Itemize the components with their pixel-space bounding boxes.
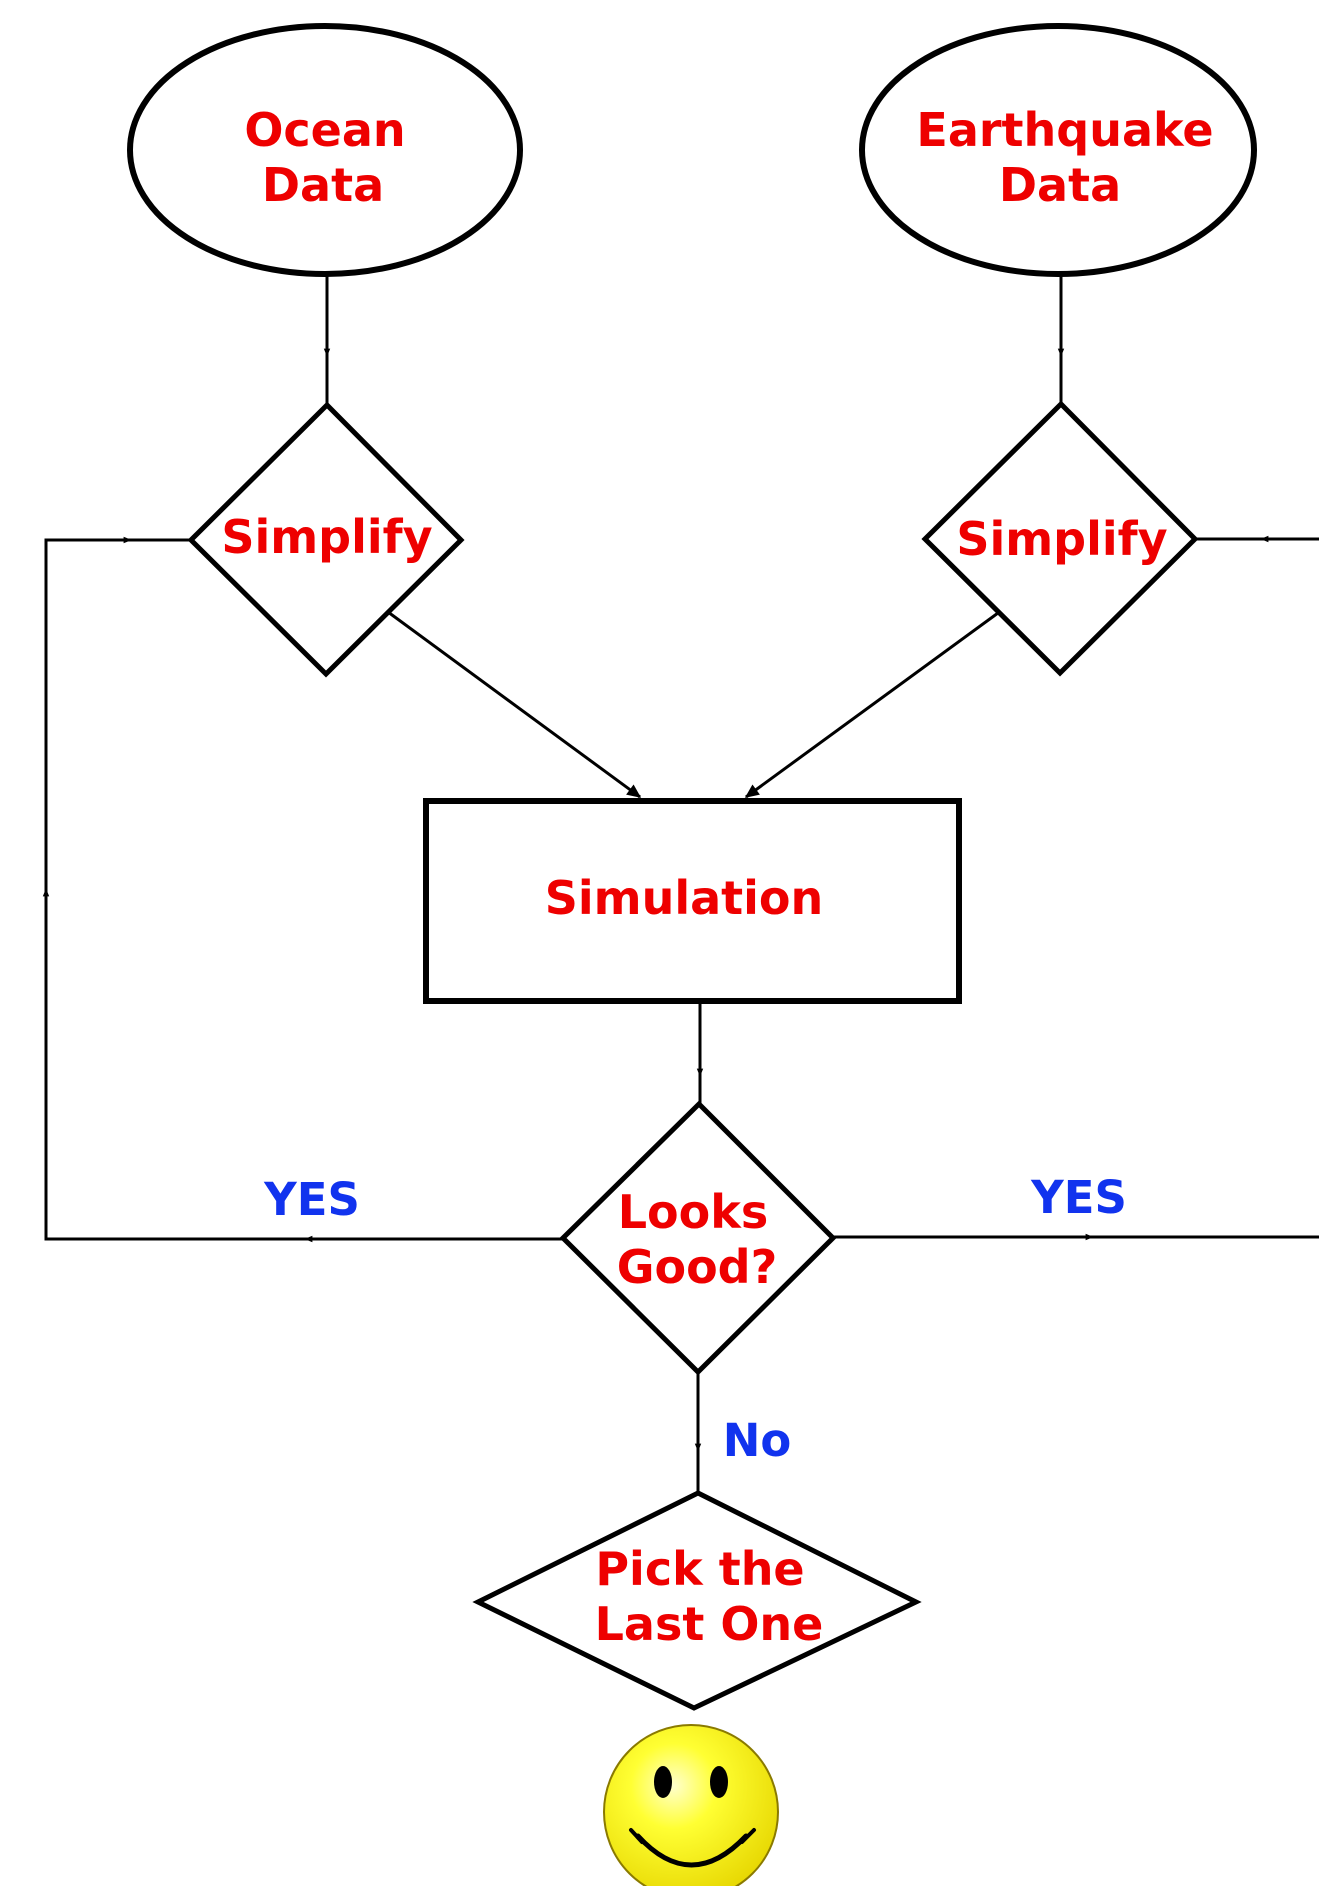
earthquake-data-line2: Data: [999, 158, 1121, 212]
edge-simplify-right-to-simulation: [744, 611, 999, 799]
connectors: [42, 275, 1319, 1492]
smiley-mouth-left-cap: [629, 1828, 644, 1844]
smiley-left-eye: [654, 1766, 672, 1798]
looks-good-line2: Good?: [617, 1240, 778, 1294]
simplify-left-label: Simplify: [221, 510, 432, 564]
ocean-data-line2: Data: [262, 158, 384, 212]
ocean-data-ellipse: [127, 23, 523, 277]
node-simplify-left: Simplify: [187, 401, 465, 678]
node-earthquake-data: Earthquake Data: [859, 23, 1257, 277]
pick-last-one-line2: Last One: [595, 1597, 824, 1651]
edge-simplify-left-to-simulation: [387, 610, 642, 799]
smiley-face-circle: [603, 1724, 779, 1886]
node-looks-good: Looks Good?: [559, 1100, 837, 1376]
pick-last-one-diamond: [472, 1490, 922, 1711]
edge-label-yes-left: YES: [263, 1173, 360, 1226]
edge-label-no: No: [723, 1414, 792, 1467]
looks-good-line1: Looks: [618, 1185, 769, 1239]
smiley-mouth-right-cap: [740, 1828, 756, 1844]
earthquake-data-line1: Earthquake: [916, 103, 1213, 157]
edge-label-yes-right: YES: [1030, 1171, 1127, 1224]
node-pick-last-one: Pick the Last One: [472, 1490, 922, 1711]
simulation-box: [423, 798, 962, 1004]
edge-labels: YES YES No: [263, 1171, 1127, 1467]
simplify-left-diamond: [187, 401, 465, 678]
ocean-data-line1: Ocean: [244, 103, 405, 157]
pick-last-one-line1: Pick the: [595, 1542, 804, 1596]
simulation-label: Simulation: [545, 871, 824, 925]
simplify-right-diamond: [921, 400, 1199, 677]
node-simplify-right: Simplify: [921, 400, 1199, 677]
earthquake-data-ellipse: [859, 23, 1257, 277]
simplify-right-label: Simplify: [956, 512, 1167, 566]
looks-good-diamond: [559, 1100, 837, 1376]
node-simulation: Simulation: [423, 798, 962, 1004]
smiley-face-icon: [603, 1724, 779, 1886]
smiley-right-eye: [710, 1766, 728, 1798]
smiley-mouth: [635, 1833, 749, 1868]
node-ocean-data: Ocean Data: [127, 23, 523, 277]
